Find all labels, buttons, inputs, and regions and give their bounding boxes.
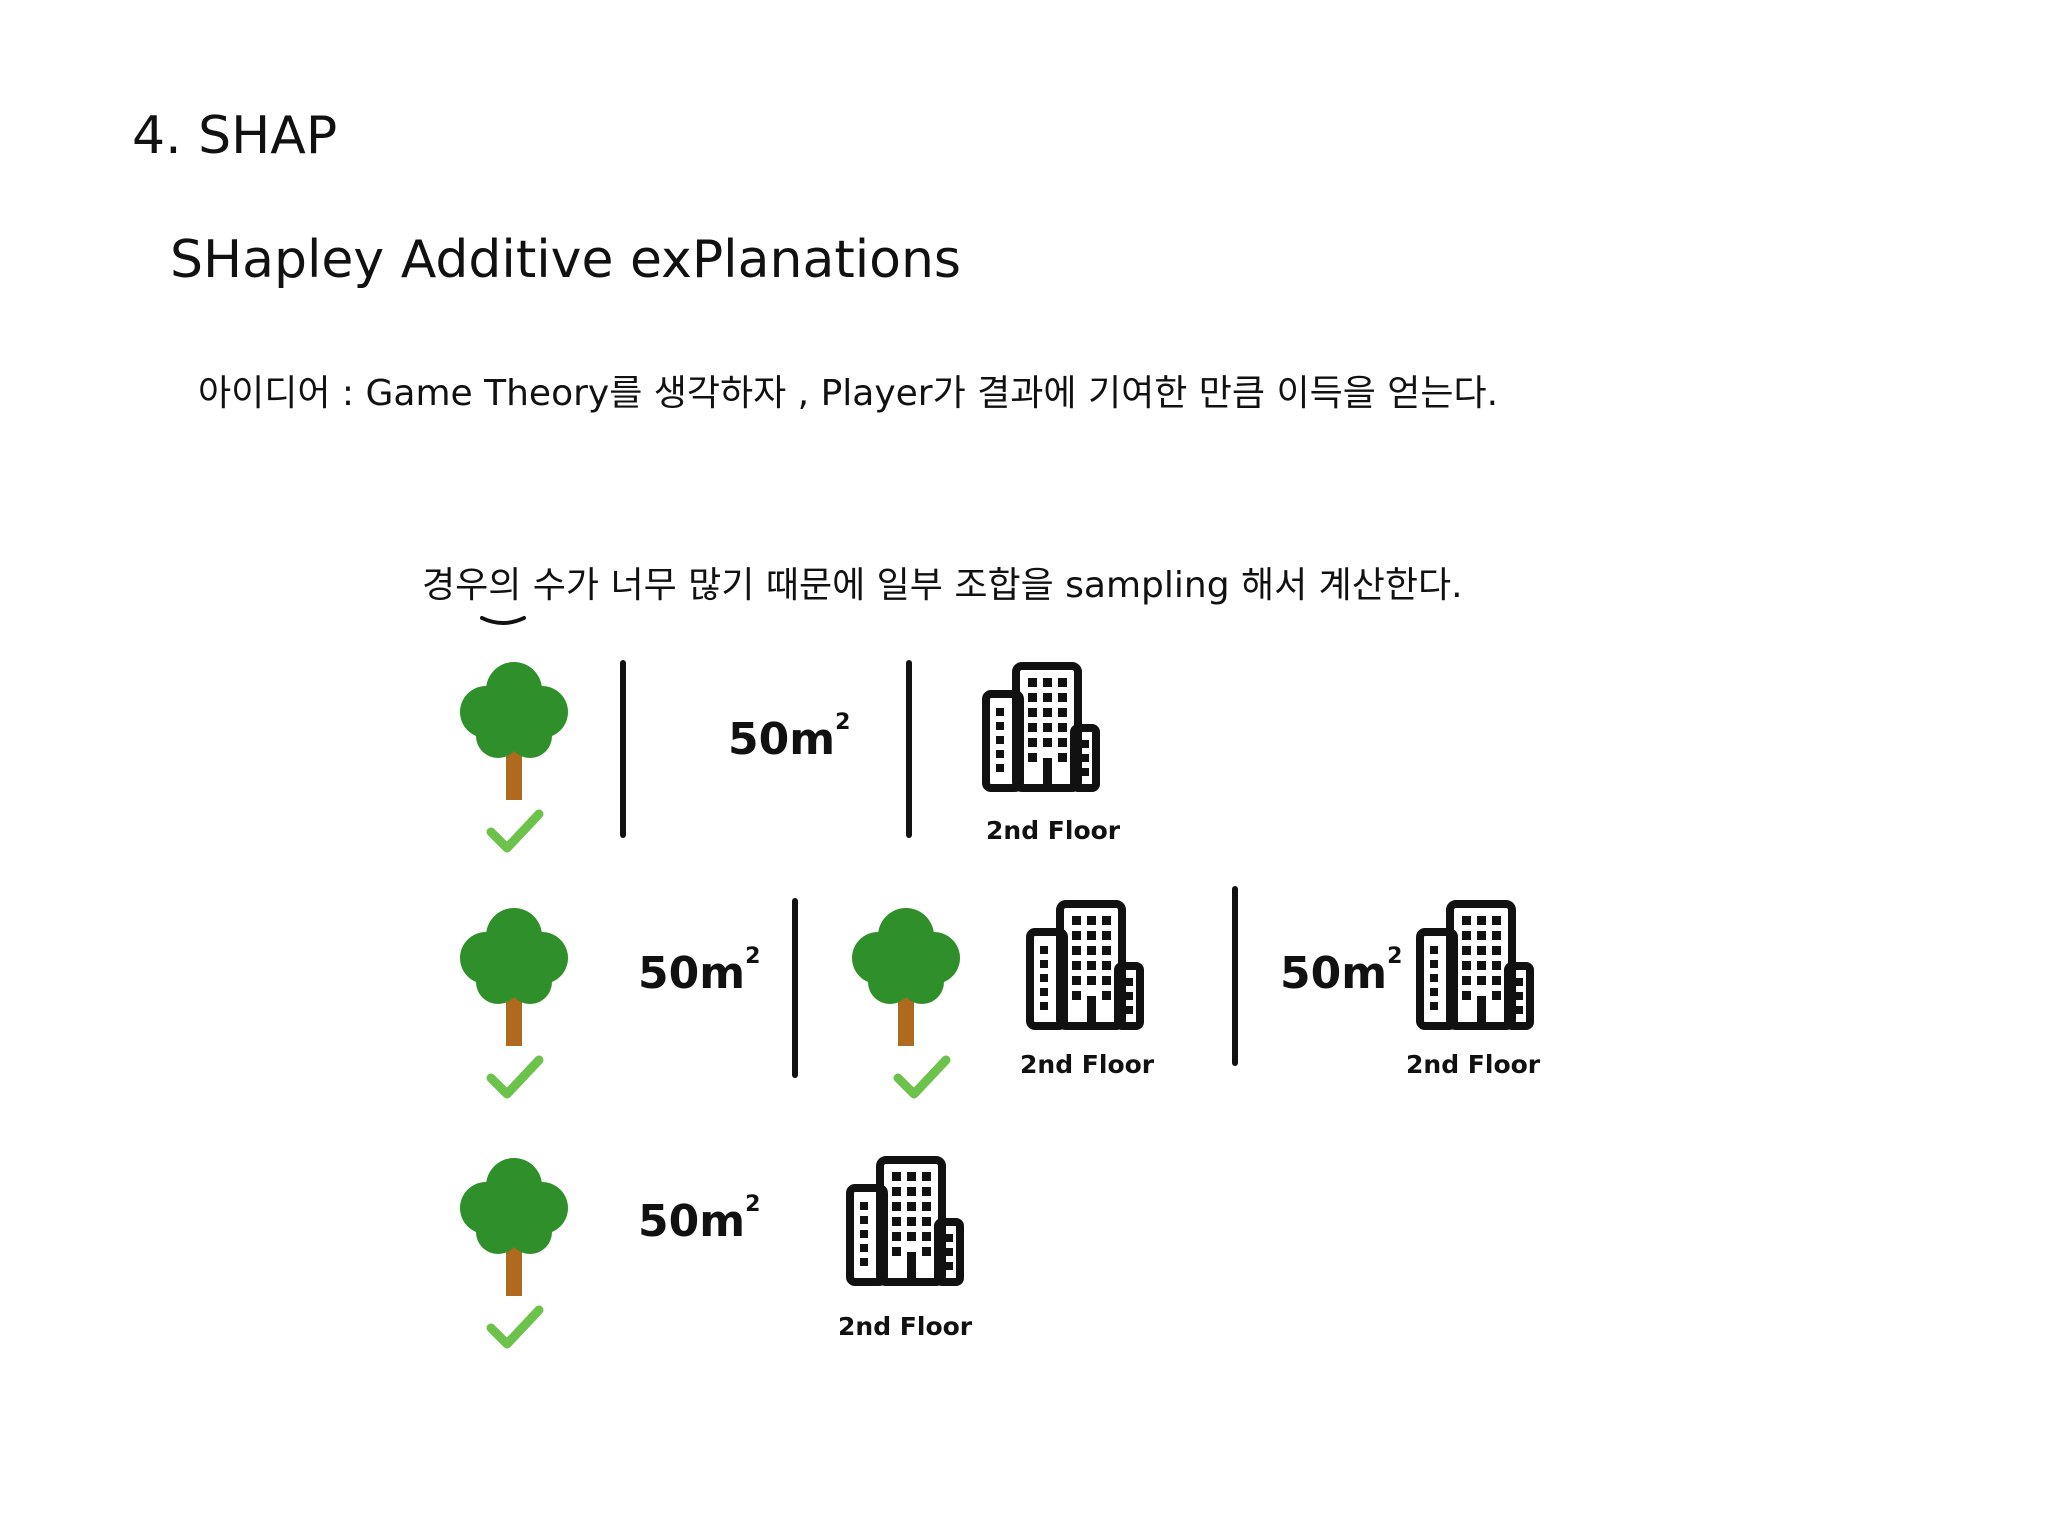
idea-text: 아이디어 : Game Theory를 생각하자 , Player가 결과에 기… (198, 373, 1499, 414)
area-label: 50m2 (638, 1192, 761, 1247)
floor-label: 2nd Floor (986, 816, 1121, 845)
floor-label: 2nd Floor (1020, 1050, 1155, 1079)
building-icon (846, 1156, 966, 1286)
area-label: 50m2 (638, 944, 761, 999)
floor-label: 2nd Floor (1406, 1050, 1541, 1079)
area-label: 50m2 (1280, 944, 1403, 999)
tree-icon (846, 906, 966, 1046)
building-icon (1416, 900, 1536, 1030)
section-title: 4. SHAP (132, 106, 338, 166)
building-icon (1026, 900, 1146, 1030)
divider (792, 898, 798, 1078)
divider (620, 660, 626, 838)
divider (1232, 886, 1238, 1066)
tree-icon (454, 906, 574, 1046)
tree-icon (454, 660, 574, 800)
check-icon (892, 1052, 952, 1102)
cropped-check-icon (480, 616, 526, 625)
area-label: 50m2 (728, 710, 851, 765)
check-icon (485, 1302, 545, 1352)
subtitle: SHapley Additive exPlanations (170, 230, 962, 290)
tree-icon (454, 1156, 574, 1296)
divider (906, 660, 912, 838)
check-icon (485, 1052, 545, 1102)
building-icon (982, 662, 1102, 792)
check-icon (485, 806, 545, 856)
floor-label: 2nd Floor (838, 1312, 973, 1341)
sampling-note: 경우의 수가 너무 많기 때문에 일부 조합을 sampling 해서 계산한다… (422, 565, 1463, 606)
